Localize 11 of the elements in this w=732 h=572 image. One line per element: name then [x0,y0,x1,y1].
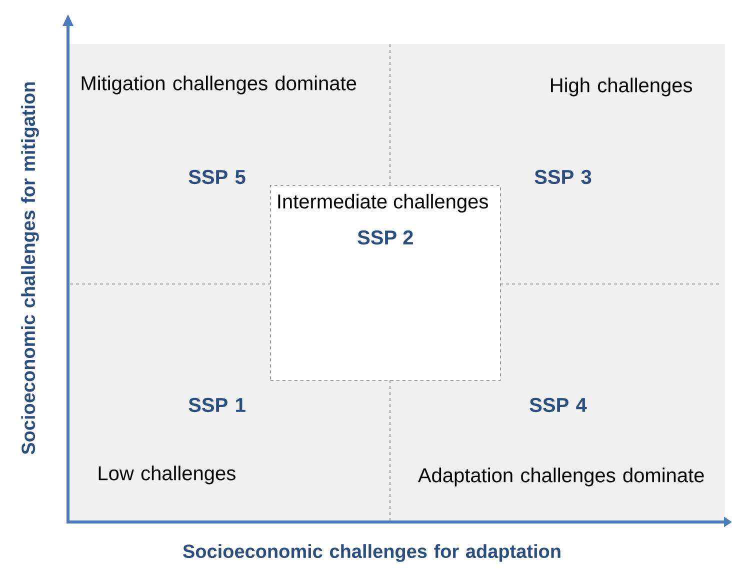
axis-title: Socioeconomic challenges for adaptation [183,544,560,562]
axis-title: Socioeconomic challenges for mitigation [21,82,39,454]
scenario-box: Intermediate challenges SSP 2 [270,185,501,381]
scenario-label: SSP 4 [530,398,587,412]
quadrant-label: High challenges [551,78,692,96]
quadrant-label: Low challenges [98,466,236,484]
quadrant-label: Adaptation challenges dominate [418,468,704,486]
scenario-label: SSP 3 [534,170,592,184]
quadrant-label: Mitigation challenges dominate [82,76,356,94]
scenario-label: SSP 5 [188,170,246,184]
scenario-label: SSP 1 [188,398,246,412]
